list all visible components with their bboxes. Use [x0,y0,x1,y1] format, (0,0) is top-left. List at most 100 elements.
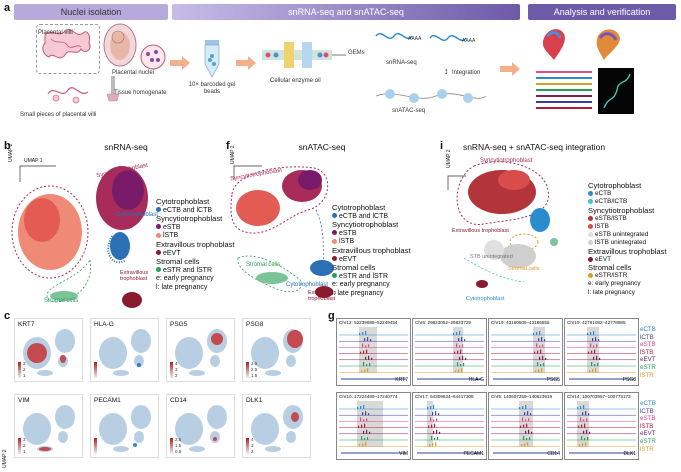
scale-tick: 2.5 [251,367,258,372]
legend-heading: Extravillous trophoblast [332,245,411,255]
legend-marker [588,240,593,246]
legend-marker [156,233,161,239]
legend-marker [332,273,337,279]
scale-tick: 3 [23,361,26,366]
track-coordinate: Chr12: 52239686–52249454 [339,320,398,325]
track-coordinate: Chr19: 42761082–42778985 [567,320,626,325]
legend-marker [588,223,593,229]
legend-text: eSTB/lSTB [595,214,627,222]
panel-i-title: snRNA-seq + snATAC-seq integration [462,142,606,152]
polya-1: AAAA [408,36,422,42]
gel-beads-tube-icon [204,40,220,78]
legend-marker [588,199,593,205]
feature-umap [99,329,151,376]
track-coordinate: Chr5: 140607259–140623919 [491,394,553,399]
color-scale [94,362,97,378]
villi-illustration [42,29,91,59]
chromatin-icon [376,89,486,103]
evt-annot: Extravillous trophoblast [452,228,509,234]
small-pieces-text: Small pieces of placental villi [20,112,97,118]
scale-tick: 1 [23,373,26,378]
track-legend-item: lCTB [640,333,654,341]
legend-marker [156,224,161,230]
evt-annot: Extravillous trophoblast [308,290,337,302]
legend-marker [588,256,593,262]
legend-text: eSTR and lSTR [163,266,213,274]
stromal-annot: Stromal cells [44,298,79,304]
fetus-icon [103,23,137,67]
legend-item: eEVT [332,256,411,265]
evt-annot: Extravillous trophoblast [120,270,149,282]
panel-i-legend: Cytotrophoblast eCTB eCTB/lCTB Syncytiot… [588,181,667,297]
gene-label: KRT7 [18,321,35,328]
track-legend-item: eSTB [640,415,656,423]
track-coordinate: Chr17: 64309634–64417305 [415,394,474,399]
arrow-icon [500,62,520,76]
stromal-annot: Stromal cells [508,266,540,272]
legend-text: eCTB and lCTB [339,212,389,220]
umap2-label: UMAP 2 [230,145,236,164]
panel-b-label: b [4,140,11,152]
panel-f-title: snATAC-seq [298,142,346,152]
cyto-annot: Cytotrophoblast [286,282,329,288]
legend-text: eSTR/lSTR [595,272,628,280]
villi-pieces-icon [47,87,89,104]
legend-item: eSTB/lSTB [588,215,667,223]
legend-text: eSTR and lSTR [339,272,389,280]
umap-snatac [230,165,334,298]
placental-villi-text: Placental villi [38,30,73,36]
cyto-annot: Cytotrophoblast [466,296,505,302]
track-lanes [491,331,560,380]
legend-heading: Cytotrophoblast [156,197,210,206]
panel-b-legend: Cytotrophoblast eCTB and lCTB Syncytiotr… [156,197,235,293]
scale-tick: 3 [23,437,26,442]
scale-tick: 2 [251,449,254,454]
track-gene-label: PSG5 [546,377,560,383]
legend-item: lSTB [588,223,667,231]
legend-marker [332,256,337,262]
integration-text: Integration [452,70,481,76]
legend-marker [332,213,337,219]
legend-item: eSTR/lSTR [588,272,667,280]
track-lanes [567,405,636,454]
umap-integration [447,161,558,288]
microfluidic-chip-icon [262,42,346,68]
track-gene-label: PSG8 [622,377,636,383]
enzyme-oil-text: Cellular enzyme oil [270,78,321,84]
legend-item: lSTB unintegrated [588,239,667,247]
legend-marker [588,215,593,221]
scale-tick: 2.5 [175,437,182,442]
gems-text: GEMs [348,50,365,56]
track-legend-item: eCTB [640,326,656,333]
legend-marker [332,239,337,245]
stage-seq: snRNA-seq and snATAC-seq [172,4,520,20]
placental-nuclei-icon [140,44,166,70]
color-scale [18,362,21,378]
scale-tick: 4 [175,361,178,366]
legend-item: eCTB [588,190,667,198]
scale-tick: 3.5 [251,361,258,366]
placental-nuclei-text: Placental nuclei [112,70,155,76]
track-legend-item: eEVT [640,356,656,364]
track-legend-item: eSTB [640,341,656,349]
scale-tick: 1.5 [251,373,258,378]
scale-tick: 3 [175,367,178,372]
legend-note: e: early pregnancy [588,280,641,288]
legend-item: eCTB and lCTB [156,207,235,216]
legend-text: eSTB unintegrated [595,231,649,239]
stromal-annot: Stromal cells [246,262,281,268]
legend-heading: Stromal cells [156,257,200,267]
feature-umap [251,405,303,452]
legend-note: l: late pregnancy [588,288,635,296]
legend-item: eCTB/lCTB [588,198,667,206]
legend-text: eCTB/lCTB [595,198,628,206]
legend-text: eSTB [339,229,357,237]
